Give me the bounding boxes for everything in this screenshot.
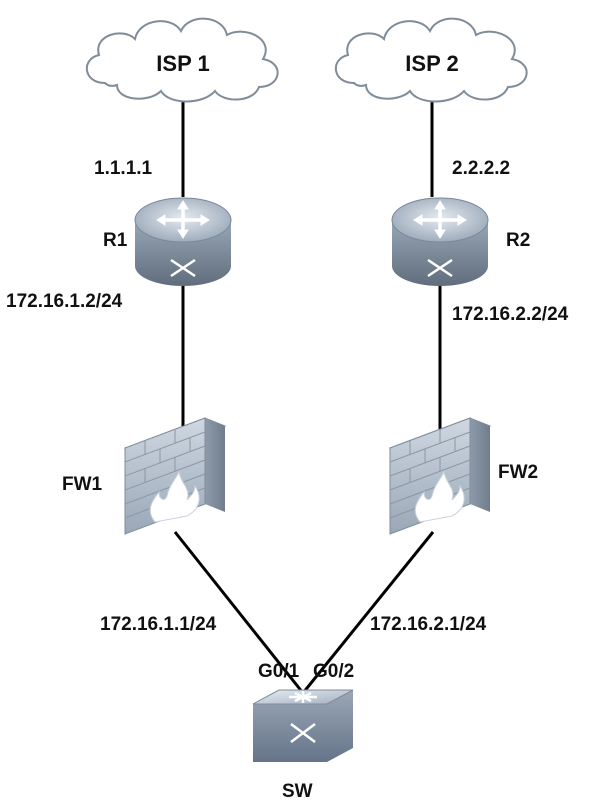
sw-label: SW	[282, 781, 313, 802]
sw-port-g0-2: G0/2	[313, 661, 354, 682]
isp2-cloud: ISP 2	[334, 17, 528, 103]
firewall-side	[470, 418, 490, 512]
router-arrows-icon	[413, 200, 467, 239]
router-arrows-icon	[156, 200, 210, 239]
isp1-label: ISP 1	[156, 51, 209, 76]
switch-sw	[252, 689, 354, 762]
link-fw2-sw	[301, 531, 435, 694]
isp1-cloud: ISP 1	[85, 17, 279, 103]
sw-port-g0-1: G0/1	[258, 661, 300, 682]
router-r2	[391, 197, 489, 286]
link-fw1-sw	[173, 531, 305, 694]
r1-wan-ip: 1.1.1.1	[94, 158, 153, 179]
r2-wan-ip: 2.2.2.2	[452, 158, 510, 179]
switch-cross-icon	[290, 723, 316, 743]
firewall-side	[205, 418, 225, 512]
flame-icon	[414, 470, 465, 523]
isp2-label: ISP 2	[405, 51, 458, 76]
firewall-fw2	[388, 417, 492, 535]
r1-label: R1	[103, 230, 128, 251]
r2-lan-ip: 172.16.2.2/24	[452, 304, 569, 325]
fw2-label: FW2	[498, 462, 538, 483]
fw2-ip: 172.16.2.1/24	[370, 614, 487, 635]
switch-body	[253, 690, 353, 762]
r2-label: R2	[506, 230, 530, 251]
fw1-ip: 172.16.1.1/24	[100, 614, 217, 635]
cloud-icon	[85, 17, 279, 103]
router-cross-icon	[427, 258, 453, 278]
r1-lan-ip: 172.16.1.2/24	[6, 291, 123, 312]
router-r1	[134, 197, 232, 286]
router-cross-icon	[170, 258, 196, 278]
switch-arrows-icon	[289, 691, 317, 703]
cloud-icon	[334, 17, 528, 103]
flame-icon	[149, 470, 200, 523]
fw1-label: FW1	[62, 474, 103, 495]
firewall-fw1	[123, 417, 227, 535]
